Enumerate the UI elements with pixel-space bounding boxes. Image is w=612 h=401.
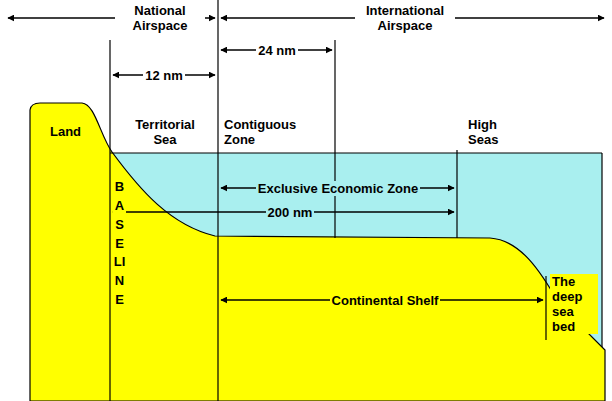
baseline-line [109, 40, 110, 401]
limit-line [217, 0, 218, 401]
distance-label: 200 nm [266, 205, 315, 220]
zone-label: Continental Shelf [330, 293, 441, 308]
zone-label: High Seas [466, 117, 526, 147]
sea-surface [110, 152, 602, 153]
limit-line [545, 276, 546, 340]
limit-line [456, 150, 457, 238]
airspace-label: National Airspace [115, 3, 205, 33]
region-label: Land [48, 124, 83, 139]
airspace-label: International Airspace [355, 3, 455, 33]
zone-label: Territorial Sea [123, 117, 207, 147]
zone-label: Contiguous Zone [222, 117, 306, 147]
land-seabed [30, 103, 605, 401]
seabed-label: The deep sea bed [550, 274, 598, 334]
zone-label: Exclusive Economic Zone [256, 181, 420, 196]
limit-line [334, 40, 335, 238]
sea-edge [601, 153, 602, 347]
distance-label: 24 nm [256, 43, 298, 58]
baseline-label: BASELINE [113, 178, 126, 310]
distance-label: 12 nm [143, 68, 185, 83]
